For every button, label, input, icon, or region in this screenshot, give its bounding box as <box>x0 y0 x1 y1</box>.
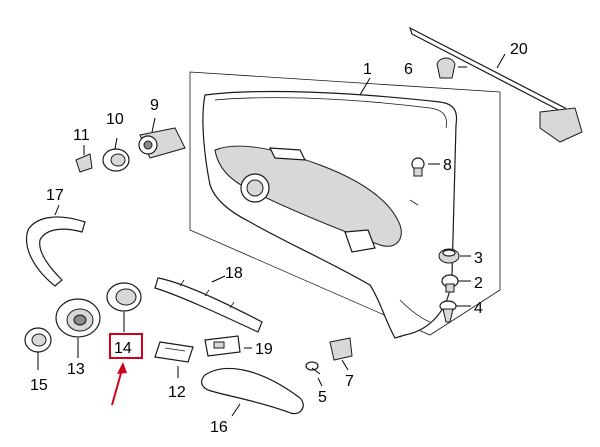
trim-strip-part-18 <box>154 277 263 333</box>
clip-part-7 <box>329 337 353 361</box>
callout-13: 13 <box>67 361 85 378</box>
speaker-grille-part-13 <box>55 298 101 338</box>
clip-part-2 <box>441 274 459 293</box>
callout-12: 12 <box>168 384 186 401</box>
callout-11: 11 <box>73 127 90 144</box>
speaker-ring-part-14 <box>106 282 142 312</box>
highlight-box-14 <box>109 333 143 359</box>
clip-part-6 <box>436 57 456 79</box>
door-panel-part <box>189 71 501 339</box>
highlight-arrow <box>111 362 127 406</box>
cover-part-11 <box>75 153 93 173</box>
screw-part-5 <box>305 361 321 375</box>
clip-part-8 <box>411 157 425 177</box>
callout-1: 1 <box>363 61 372 78</box>
callout-16: 16 <box>210 419 228 436</box>
callout-2: 2 <box>474 275 483 292</box>
callout-10: 10 <box>106 111 124 128</box>
callout-5: 5 <box>318 389 327 406</box>
armrest-trim-part-17 <box>26 216 86 287</box>
callout-14: 14 <box>114 340 132 357</box>
callout-9: 9 <box>150 97 159 114</box>
window-seal-strip-part <box>408 26 583 143</box>
callout-3: 3 <box>474 250 483 267</box>
small-speaker-part-15 <box>24 327 52 353</box>
grommet-part-3 <box>438 248 460 264</box>
handle-mechanism-part-9 <box>138 127 186 159</box>
callout-15: 15 <box>30 377 48 394</box>
callout-20: 20 <box>510 41 528 58</box>
callout-19: 19 <box>255 341 273 358</box>
callout-8: 8 <box>443 157 452 174</box>
leader-lines <box>37 53 506 417</box>
switch-part-19 <box>204 335 241 357</box>
callout-7: 7 <box>345 373 354 390</box>
bezel-part-10 <box>102 148 130 172</box>
callout-4: 4 <box>474 300 483 317</box>
cover-plate-part-12 <box>154 341 194 363</box>
clip-part-4 <box>439 300 457 323</box>
callout-18: 18 <box>225 265 243 282</box>
handle-cover-part-16 <box>201 367 304 415</box>
callout-17: 17 <box>46 187 64 204</box>
callout-6: 6 <box>404 61 413 78</box>
